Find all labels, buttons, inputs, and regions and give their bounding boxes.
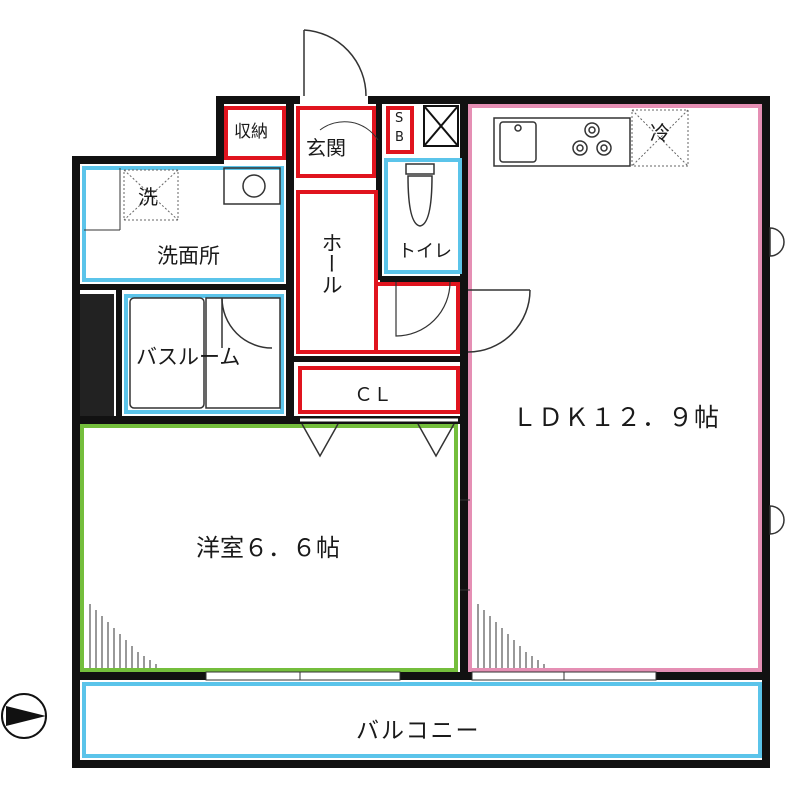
washbasin: [223, 167, 281, 205]
hall-outline-right: [374, 282, 460, 354]
toilet-door: [395, 281, 451, 337]
washroom-label: 洗面所: [157, 244, 220, 268]
ldk-hatching: [477, 604, 545, 668]
washroom-outline: [82, 166, 284, 282]
ldk-outline: [468, 104, 762, 672]
wet-areas: [82, 158, 762, 758]
toilet-label: トイレ: [398, 241, 452, 262]
bedroom-outline: [80, 424, 458, 672]
entrance-areas: [224, 106, 460, 414]
entrance-door: [303, 29, 367, 97]
bathroom-label: バスルーム: [136, 345, 241, 369]
bathtub: [129, 297, 281, 409]
shoe-box-label-top: S: [395, 111, 404, 126]
hall-outline-left: [296, 190, 378, 354]
storage-block: [80, 294, 114, 416]
storage-outline: [224, 106, 286, 160]
closet-outline: [298, 366, 460, 414]
ldk-label: ＬＤＫ１２．９帖: [512, 403, 721, 432]
entrance-outline: [296, 106, 376, 178]
storage-label: 収納: [234, 122, 268, 142]
bathroom-outline: [124, 294, 284, 414]
compass-icon: [1, 693, 47, 739]
entrance-label: 玄関: [306, 136, 346, 160]
toilet-fixture: [405, 163, 435, 227]
shoe-box-label-bottom: B: [395, 130, 404, 145]
balcony-label: バルコニー: [356, 718, 481, 744]
bedroom-hatching: [89, 604, 157, 668]
outer-walls: [72, 96, 770, 768]
closet-label: ＣＬ: [354, 384, 393, 406]
fridge-space: [631, 109, 689, 167]
balcony-outline: [82, 682, 762, 758]
pipe-shaft: [423, 105, 459, 147]
washer-label: 洗: [138, 185, 158, 209]
sliding-door-marks: [460, 499, 470, 591]
ldk-windows: [769, 227, 785, 535]
balcony-windows: [205, 671, 657, 681]
ldk-door: [467, 289, 531, 353]
kitchen-counter: [493, 117, 631, 167]
washer-space: [123, 169, 179, 221]
western-room-label: 洋室６．６帖: [196, 534, 340, 562]
toilet-outline: [384, 158, 462, 274]
closet-doors: [300, 418, 458, 458]
fridge-label: 冷: [650, 121, 670, 145]
shoe-box-outline: [386, 106, 414, 154]
hall-label: ホール: [319, 232, 343, 295]
